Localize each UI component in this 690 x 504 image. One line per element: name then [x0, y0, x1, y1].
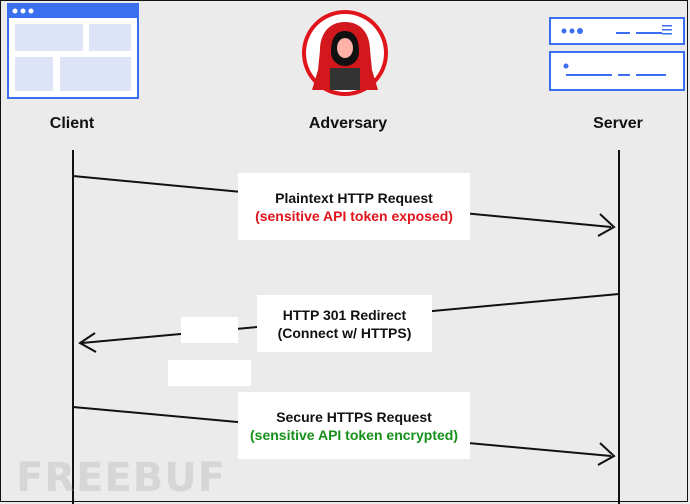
- actor-client-label: Client: [49, 115, 95, 132]
- blank-placeholder-box: [181, 317, 238, 343]
- message-plaintext-request: Plaintext HTTP Request (sensitive API to…: [238, 173, 470, 240]
- actor-server-label: Server: [593, 115, 643, 132]
- message-detail: (sensitive API token encrypted): [250, 426, 458, 443]
- message-secure-request: Secure HTTPS Request (sensitive API toke…: [238, 392, 470, 459]
- server-rack-icon: [549, 17, 685, 91]
- browser-window-icon: [7, 3, 139, 99]
- hooded-hacker-icon: [302, 10, 388, 96]
- message-http-redirect: HTTP 301 Redirect (Connect w/ HTTPS): [257, 295, 432, 352]
- message-detail: (Connect w/ HTTPS): [277, 324, 412, 341]
- blank-placeholder-box: [168, 360, 251, 386]
- watermark: FREEBUF: [16, 455, 227, 501]
- actor-adversary-label: Adversary: [308, 115, 388, 132]
- message-detail: (sensitive API token exposed): [255, 207, 453, 224]
- message-title: Plaintext HTTP Request: [275, 189, 433, 206]
- message-title: Secure HTTPS Request: [276, 408, 432, 425]
- message-title: HTTP 301 Redirect: [282, 306, 407, 323]
